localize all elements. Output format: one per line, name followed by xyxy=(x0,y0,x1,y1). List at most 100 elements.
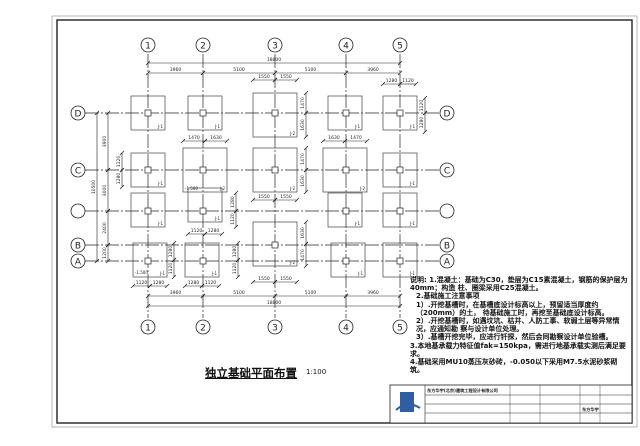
footing xyxy=(327,95,363,131)
dimension-tick xyxy=(380,81,386,87)
dimension-text: 5100 xyxy=(233,290,245,296)
axis-label: C xyxy=(75,167,81,177)
dimension-text: 1470 xyxy=(300,97,306,109)
dimension-tick xyxy=(202,138,208,144)
dimension-tick xyxy=(147,283,153,289)
column-stub xyxy=(271,166,279,174)
note-line: 3.本地基承载力特征值fak=150kpa，需进行地基承载实测后满足要求。 xyxy=(410,341,626,358)
footing xyxy=(382,95,418,131)
footing xyxy=(252,92,298,138)
footing xyxy=(132,242,168,278)
dimension-tick xyxy=(182,283,188,289)
column-stub xyxy=(271,241,279,249)
note-line: 1.混凝土：基础为C30，垫层为C15素混凝土，钢筋的保护层为40mm；构造 xyxy=(410,276,628,293)
axis-bubble xyxy=(439,253,455,269)
dimension-tick xyxy=(343,70,349,76)
axis-bubble xyxy=(70,237,86,253)
axis-label: A xyxy=(444,258,451,268)
footing-label: J-1 xyxy=(357,271,363,276)
dimension-text: 1470 xyxy=(300,249,306,261)
dimension-text: 1120 xyxy=(205,280,217,286)
dimension-tick xyxy=(422,129,428,135)
dimension-tick xyxy=(397,70,403,76)
axis-label: C xyxy=(444,167,450,177)
footing-label: J-2 xyxy=(289,186,295,191)
footing xyxy=(182,147,228,193)
column-stub xyxy=(342,166,350,174)
dimension-tick xyxy=(224,138,230,144)
footing-label: J-1 xyxy=(409,181,415,186)
axis-bubble xyxy=(392,37,408,53)
footing xyxy=(382,242,418,278)
axis-label: B xyxy=(444,242,450,252)
dimension-text: 1120 xyxy=(402,78,414,84)
dimension-text: 1630 xyxy=(300,119,306,131)
dimension-tick xyxy=(343,293,349,299)
axis-bubble xyxy=(140,319,156,335)
dimension-text: 3960 xyxy=(367,67,379,73)
dimension-tick xyxy=(250,197,256,203)
dimension-text: 1120 xyxy=(136,280,148,286)
dimension-tick xyxy=(185,231,191,237)
dimension-tick xyxy=(250,77,256,83)
dimension-tick xyxy=(233,190,239,196)
dimension-text: 18800 xyxy=(267,300,281,306)
footing-label: J-1 xyxy=(157,124,163,129)
dimension-tick xyxy=(180,138,186,144)
dimension-text: 1280 xyxy=(168,246,174,258)
axis-bubble xyxy=(439,203,455,219)
axis-label: D xyxy=(444,110,451,120)
dimension-tick xyxy=(235,240,241,246)
axis-label: 3 xyxy=(272,42,278,52)
dimension-tick xyxy=(105,258,111,264)
dimension-tick xyxy=(171,240,177,246)
dimension-tick xyxy=(397,303,403,309)
dimension-tick xyxy=(272,279,278,285)
footing-label: J-1 xyxy=(214,216,220,221)
dimension-tick xyxy=(200,70,206,76)
dimension-tick xyxy=(119,167,125,173)
footing-label: J-2 xyxy=(289,131,295,136)
column-stub xyxy=(199,257,207,265)
dimension-tick xyxy=(294,77,300,83)
footing-label: J-1 xyxy=(157,221,163,226)
dimension-text: 3960 xyxy=(367,290,379,296)
axis-label: 5 xyxy=(397,324,403,334)
drawing-scale: 1:100 xyxy=(306,368,327,376)
axis-bubble xyxy=(140,37,156,53)
footing-label: J-1 xyxy=(354,221,360,226)
dimension-text: 5100 xyxy=(305,67,317,73)
dimension-tick xyxy=(145,70,151,76)
axis-label: 4 xyxy=(343,324,349,334)
column-stub xyxy=(144,109,152,117)
note-line: 柱、圈梁采用C25混凝土。 xyxy=(455,284,543,293)
dimension-tick xyxy=(105,208,111,214)
dimension-tick xyxy=(303,189,309,195)
dimension-tick xyxy=(303,219,309,225)
dimension-tick xyxy=(105,110,111,116)
dimension-tick xyxy=(294,197,300,203)
note-line: 2）.开挖基槽时，如遇坟坑、枯井、人防工事、软弱土层等异常情况，应通知勘 xyxy=(416,317,620,334)
footing xyxy=(130,95,166,131)
axis-bubble xyxy=(338,319,354,335)
dimension-text: 10500 xyxy=(91,180,97,194)
axis-label: 1 xyxy=(145,42,151,52)
footing xyxy=(187,187,223,223)
footing-label: J-1 xyxy=(159,271,165,276)
column-stub xyxy=(199,166,207,174)
axis-label: A xyxy=(75,258,82,268)
note-line: 3）.基槽开挖完毕，应进行钎探，然后会同勘察设计单位验槽。 xyxy=(416,333,613,342)
dimension-tick xyxy=(342,138,348,144)
dimension-tick xyxy=(303,167,309,173)
dimension-text: 3000 xyxy=(102,185,108,197)
footing-label: J-1 xyxy=(409,271,415,276)
design-notes: 说明: 1.混凝土：基础为C30，垫层为C15素混凝土，钢筋的保护层为40mm；… xyxy=(410,276,630,374)
drawing-frame xyxy=(56,19,633,424)
dimension-text: 1470 xyxy=(188,135,200,141)
dimension-text: 1550 xyxy=(280,74,292,80)
footing xyxy=(252,221,298,267)
footing-label: J-1 xyxy=(409,221,415,226)
dimension-tick xyxy=(233,208,239,214)
dimension-text: 1630 xyxy=(210,135,222,141)
